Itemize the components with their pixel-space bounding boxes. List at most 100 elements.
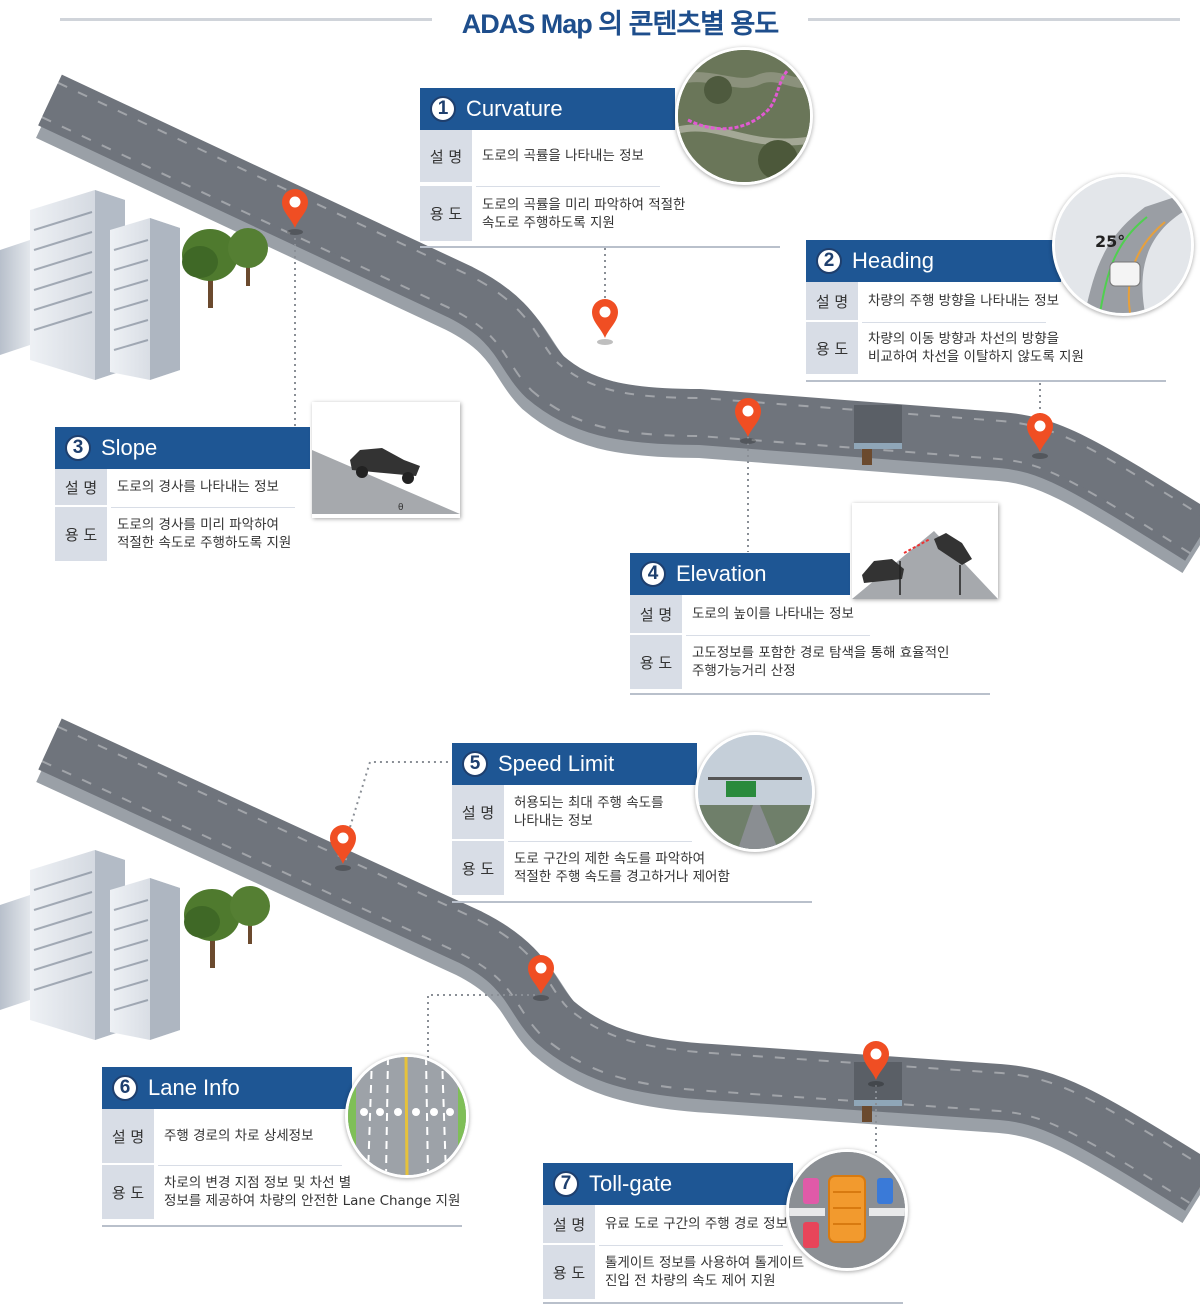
elevation-card: 4 Elevation 설 명 도로의 높이를 나타내는 정보 용 도 고도정보…	[630, 553, 990, 697]
use-row: 용 도 도로 구간의 제한 속도를 파악하여 적절한 주행 속도를 경고하거나 …	[452, 841, 730, 895]
speed-limit-card: 5 Speed Limit 설 명 허용되는 최대 주행 속도를 나타내는 정보…	[452, 743, 812, 903]
slope-header: 3 Slope	[55, 427, 310, 469]
tree-icon	[182, 228, 268, 308]
heading-header: 2 Heading	[806, 240, 1061, 282]
desc-label: 설 명	[102, 1109, 154, 1163]
use-label: 용 도	[806, 322, 858, 374]
badge-number: 2	[816, 248, 842, 274]
use-label: 용 도	[420, 186, 472, 241]
speed-limit-thumbnail	[695, 732, 815, 852]
heading-angle-label: 25°	[1095, 232, 1125, 251]
curvature-header: 1 Curvature	[420, 88, 675, 130]
use-row: 용 도 도로의 경사를 미리 파악하여 적절한 속도로 주행하도록 지원	[55, 507, 291, 561]
desc-row: 설 명 유료 도로 구간의 주행 경로 정보	[543, 1205, 788, 1243]
desc-text: 도로의 곡률을 나타내는 정보	[482, 148, 644, 164]
use-label: 용 도	[543, 1245, 595, 1299]
use-text: 도로의 경사를 미리 파악하여 적절한 속도로 주행하도록 지원	[117, 517, 292, 551]
use-label: 용 도	[452, 841, 504, 895]
desc-text: 차량의 주행 방향을 나타내는 정보	[868, 293, 1060, 309]
slope-thumbnail: θ	[312, 402, 460, 518]
use-text: 도로 구간의 제한 속도를 파악하여 적절한 주행 속도를 경고하거나 제어함	[514, 851, 730, 885]
desc-label: 설 명	[543, 1205, 595, 1243]
use-row: 용 도 차로의 변경 지점 정보 및 차선 별 정보를 제공하여 차량의 안전한…	[102, 1165, 460, 1219]
desc-label: 설 명	[452, 785, 504, 839]
toll-booth-top	[854, 405, 902, 465]
heading-road-thumbnail: 25°	[1052, 174, 1194, 316]
heading-card: 2 Heading 설 명 차량의 주행 방향을 나타내는 정보 용 도 차량의…	[806, 240, 1166, 384]
title-rule-left	[60, 18, 432, 21]
lane-info-card: 6 Lane Info 설 명 주행 경로의 차로 상세정보 용 도 차로의 변…	[102, 1067, 462, 1227]
use-text: 차로의 변경 지점 정보 및 차선 별 정보를 제공하여 차량의 안전한 Lan…	[164, 1175, 461, 1209]
card-title: Curvature	[466, 96, 563, 121]
use-label: 용 도	[102, 1165, 154, 1219]
use-text: 도로의 곡률을 미리 파악하여 적절한 속도로 주행하도록 지원	[482, 196, 686, 231]
desc-row: 설 명 도로의 높이를 나타내는 정보	[630, 595, 854, 633]
desc-label: 설 명	[806, 282, 858, 320]
desc-row: 설 명 허용되는 최대 주행 속도를 나타내는 정보	[452, 785, 664, 839]
toll-gate-thumbnail	[786, 1149, 908, 1271]
desc-row: 설 명 도로의 경사를 나타내는 정보	[55, 469, 279, 505]
map-pins	[282, 189, 1053, 1087]
toll-gate-card: 7 Toll-gate 설 명 유료 도로 구간의 주행 경로 정보 용 도 톨…	[543, 1163, 903, 1306]
toll-gate-header: 7 Toll-gate	[543, 1163, 793, 1205]
title-rule-right	[808, 18, 1180, 21]
use-row: 용 도 도로의 곡률을 미리 파악하여 적절한 속도로 주행하도록 지원	[420, 186, 685, 241]
use-text: 톨게이트 정보를 사용하여 톨게이트 진입 전 차량의 속도 제어 지원	[605, 1255, 805, 1289]
badge-number: 3	[65, 435, 91, 461]
speed-limit-header: 5 Speed Limit	[452, 743, 697, 785]
bottom-road	[36, 718, 1200, 1223]
page-title: ADAS Map 의 콘텐츠별 용도	[461, 9, 779, 39]
elevation-header: 4 Elevation	[630, 553, 850, 595]
map-pin-icon	[1027, 413, 1053, 459]
badge-number: 4	[640, 561, 666, 587]
desc-text: 주행 경로의 차로 상세정보	[164, 1128, 314, 1144]
map-pin-icon	[592, 299, 618, 345]
card-title: Lane Info	[148, 1075, 240, 1100]
map-pin-icon	[330, 825, 356, 871]
car-icon	[350, 448, 420, 484]
title-bar: ADAS Map 의 콘텐츠별 용도	[0, 0, 1200, 40]
card-title: Slope	[101, 435, 158, 460]
desc-text: 도로의 경사를 나타내는 정보	[117, 479, 279, 495]
curvature-card: 1 Curvature 설 명 도로의 곡률을 나타내는 정보 용 도 도로의 …	[420, 88, 780, 248]
card-title: Toll-gate	[589, 1171, 673, 1196]
desc-row: 설 명 차량의 주행 방향을 나타내는 정보	[806, 282, 1059, 320]
badge-number: 6	[112, 1075, 138, 1101]
desc-row: 설 명 주행 경로의 차로 상세정보	[102, 1109, 314, 1163]
map-pin-icon	[282, 189, 308, 235]
use-row: 용 도 고도정보를 포함한 경로 탐색을 통해 효율적인 주행가능거리 산정	[630, 635, 949, 689]
badge-number: 1	[430, 96, 456, 122]
card-title: Heading	[852, 248, 934, 273]
map-pin-icon	[735, 398, 761, 444]
elevation-thumbnail	[852, 503, 998, 599]
desc-text: 허용되는 최대 주행 속도를 나타내는 정보	[514, 795, 664, 829]
desc-text: 도로의 높이를 나타내는 정보	[692, 606, 854, 622]
connector-lines	[294, 238, 1041, 1162]
car-icon	[862, 533, 972, 583]
badge-number: 5	[462, 751, 488, 777]
slope-angle-symbol: θ	[398, 503, 404, 513]
building-icon	[0, 850, 180, 1040]
desc-label: 설 명	[630, 595, 682, 633]
lane-info-thumbnail	[345, 1054, 469, 1178]
lane-info-header: 6 Lane Info	[102, 1067, 352, 1109]
card-title: Speed Limit	[498, 751, 615, 776]
building-icon	[0, 190, 180, 380]
use-row: 용 도 톨게이트 정보를 사용하여 톨게이트 진입 전 차량의 속도 제어 지원	[543, 1245, 804, 1299]
use-text: 차량의 이동 방향과 차선의 방향을 비교하여 차선을 이탈하지 않도록 지원	[868, 331, 1084, 365]
slope-card: 3 Slope 설 명 도로의 경사를 나타내는 정보 용 도 도로의 경사를 …	[55, 427, 475, 563]
use-text: 고도정보를 포함한 경로 탐색을 통해 효율적인 주행가능거리 산정	[692, 645, 950, 679]
desc-label: 설 명	[420, 130, 472, 182]
map-pin-icon	[863, 1041, 889, 1087]
desc-row: 설 명 도로의 곡률을 나타내는 정보	[420, 130, 644, 182]
badge-number: 7	[553, 1171, 579, 1197]
desc-label: 설 명	[55, 469, 107, 505]
use-row: 용 도 차량의 이동 방향과 차선의 방향을 비교하여 차선을 이탈하지 않도록…	[806, 322, 1084, 374]
card-title: Elevation	[676, 561, 767, 586]
use-label: 용 도	[630, 635, 682, 689]
tree-icon	[184, 886, 270, 968]
top-road	[36, 74, 1200, 573]
toll-gate-icon	[828, 1175, 866, 1243]
satellite-map-thumbnail	[675, 47, 813, 185]
